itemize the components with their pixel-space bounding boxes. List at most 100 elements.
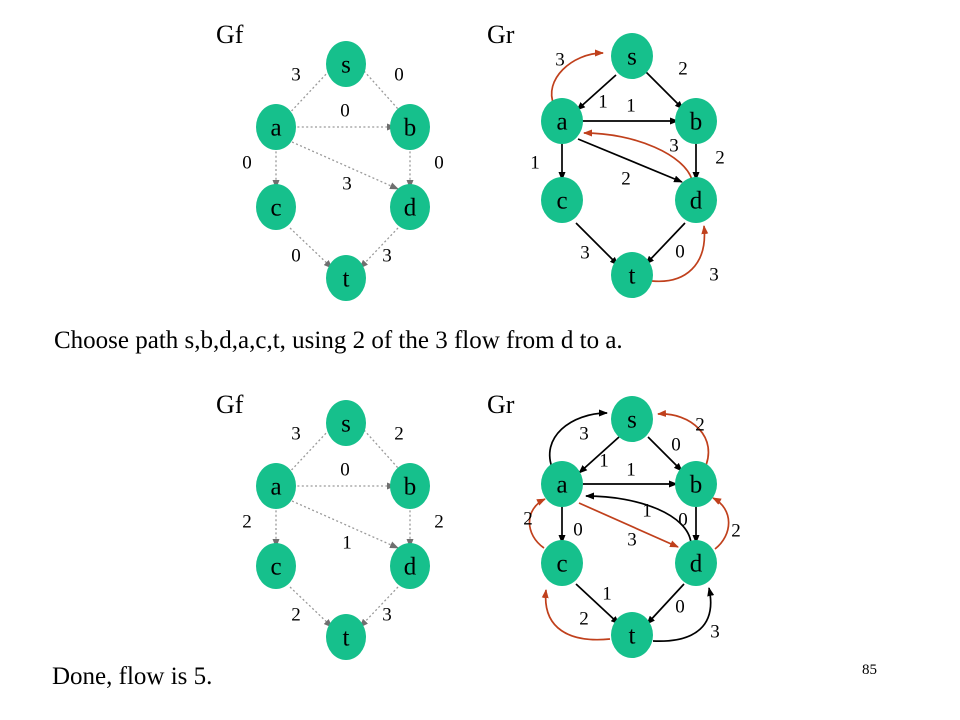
edge-label-b-d: 0 bbox=[434, 153, 444, 174]
edge-label-s-b: 0 bbox=[671, 435, 681, 456]
node-label-c: c bbox=[556, 551, 567, 578]
node-d[interactable]: d bbox=[390, 543, 430, 589]
edge-label-t-c: 2 bbox=[579, 609, 589, 630]
page-number: 85 bbox=[862, 662, 877, 678]
node-label-d: d bbox=[404, 554, 417, 581]
edge-d-t bbox=[359, 586, 399, 628]
edge-c-t bbox=[575, 222, 619, 266]
node-a[interactable]: a bbox=[256, 104, 296, 150]
edge-label-a-b: 0 bbox=[340, 101, 350, 122]
node-s[interactable]: s bbox=[326, 400, 366, 446]
edge-label-a-c: 0 bbox=[242, 153, 252, 174]
edge-a-s bbox=[548, 409, 608, 471]
edge-label-c-t: 3 bbox=[580, 243, 590, 264]
edge-label-a-s: 3 bbox=[555, 50, 565, 71]
edge-c-t bbox=[575, 583, 620, 625]
node-b[interactable]: b bbox=[390, 463, 430, 509]
edge-d-a bbox=[585, 492, 692, 544]
edge-a-s bbox=[551, 49, 604, 106]
edge-label-c-t: 1 bbox=[602, 584, 612, 605]
edge-label-d-b: 2 bbox=[731, 521, 741, 542]
edge-d-t bbox=[646, 583, 685, 625]
node-label-t: t bbox=[629, 263, 636, 290]
node-t[interactable]: t bbox=[326, 255, 366, 301]
edge-s-b bbox=[647, 436, 683, 472]
edge-label-a-s: 3 bbox=[579, 424, 589, 445]
node-a[interactable]: a bbox=[541, 461, 583, 507]
graph-bottom-gf: 3 2 0 2 1 2 2 3 s a b c d t bbox=[242, 400, 444, 660]
graph-bottom-gr: 3 1 2 0 1 1 3 0 2 0 2 1 2 0 3 s a b c bbox=[523, 396, 741, 658]
node-label-a: a bbox=[270, 115, 281, 142]
edge-label-a-d: 1 bbox=[342, 533, 352, 554]
edge-a-d bbox=[291, 500, 399, 549]
node-s[interactable]: s bbox=[611, 396, 653, 442]
edge-label-t-d: 3 bbox=[709, 265, 719, 286]
node-label-b: b bbox=[690, 472, 703, 499]
node-label-d: d bbox=[690, 188, 703, 215]
edge-label-s-a: 1 bbox=[599, 451, 609, 472]
node-d[interactable]: d bbox=[675, 177, 717, 223]
node-label-s: s bbox=[627, 407, 637, 434]
caption-middle: Choose path s,b,d,a,c,t, using 2 of the … bbox=[54, 327, 623, 354]
node-label-t: t bbox=[343, 266, 350, 293]
node-s[interactable]: s bbox=[326, 41, 366, 87]
node-label-s: s bbox=[341, 411, 351, 438]
edge-label-a-c: 2 bbox=[621, 169, 631, 190]
edge-d-t bbox=[645, 222, 686, 265]
node-c[interactable]: c bbox=[541, 540, 583, 586]
edge-label-c-t: 0 bbox=[291, 246, 301, 267]
node-label-s: s bbox=[627, 44, 637, 71]
edge-c-t bbox=[289, 586, 333, 628]
node-a[interactable]: a bbox=[256, 463, 296, 509]
caption-bottom: Done, flow is 5. bbox=[52, 663, 213, 690]
node-b[interactable]: b bbox=[390, 104, 430, 150]
node-t[interactable]: t bbox=[611, 252, 653, 298]
graph-title-bottom-gf: Gf bbox=[216, 390, 244, 419]
node-label-d: d bbox=[690, 551, 703, 578]
edge-label-c-t: 2 bbox=[291, 605, 301, 626]
edge-label-s-a: 3 bbox=[291, 424, 301, 445]
edge-t-d bbox=[651, 225, 709, 283]
edge-label-d-t: 0 bbox=[675, 242, 685, 263]
node-s[interactable]: s bbox=[611, 33, 653, 79]
edge-s-a bbox=[578, 436, 620, 474]
node-label-a: a bbox=[556, 109, 567, 136]
edge-label-d-t: 3 bbox=[382, 605, 392, 626]
edge-a-d bbox=[291, 141, 399, 190]
node-c[interactable]: c bbox=[541, 177, 583, 223]
node-c[interactable]: c bbox=[256, 543, 296, 589]
graph-title-top-gr: Gr bbox=[487, 20, 515, 49]
edge-label-a-d: 3 bbox=[342, 174, 352, 195]
edge-label-s-b: 2 bbox=[394, 424, 404, 445]
edge-a-d bbox=[578, 502, 679, 548]
node-a[interactable]: a bbox=[541, 98, 583, 144]
edge-d-a bbox=[583, 129, 693, 181]
node-label-a: a bbox=[270, 474, 281, 501]
node-b[interactable]: b bbox=[675, 98, 717, 144]
node-d[interactable]: d bbox=[390, 184, 430, 230]
node-label-a: a bbox=[556, 472, 567, 499]
edge-s-a bbox=[576, 74, 617, 111]
edge-label-d-a: 1 bbox=[642, 501, 652, 522]
node-c[interactable]: c bbox=[256, 184, 296, 230]
edge-label-b-d: 2 bbox=[715, 148, 725, 169]
node-t[interactable]: t bbox=[326, 614, 366, 660]
node-d[interactable]: d bbox=[675, 540, 717, 586]
edge-label-b-d: 2 bbox=[434, 512, 444, 533]
node-label-c: c bbox=[270, 195, 281, 222]
edge-d-b bbox=[712, 497, 730, 550]
graph-top-gf: 3 0 0 0 3 0 0 3 s a b c d t bbox=[242, 41, 444, 301]
node-label-d: d bbox=[404, 195, 417, 222]
edge-c-t bbox=[289, 227, 333, 269]
node-b[interactable]: b bbox=[675, 461, 717, 507]
edge-b-s bbox=[657, 410, 710, 471]
edge-t-c bbox=[541, 589, 611, 641]
node-t[interactable]: t bbox=[611, 612, 653, 658]
edge-label-a-d: 3 bbox=[627, 530, 637, 551]
edge-label-a-b: 1 bbox=[626, 460, 636, 481]
edge-label-s-b: 2 bbox=[678, 59, 688, 80]
graph-title-top-gf: Gf bbox=[216, 20, 244, 49]
edge-label-a-d: 3 bbox=[669, 136, 679, 157]
node-label-b: b bbox=[690, 109, 703, 136]
edge-t-d bbox=[652, 587, 715, 642]
